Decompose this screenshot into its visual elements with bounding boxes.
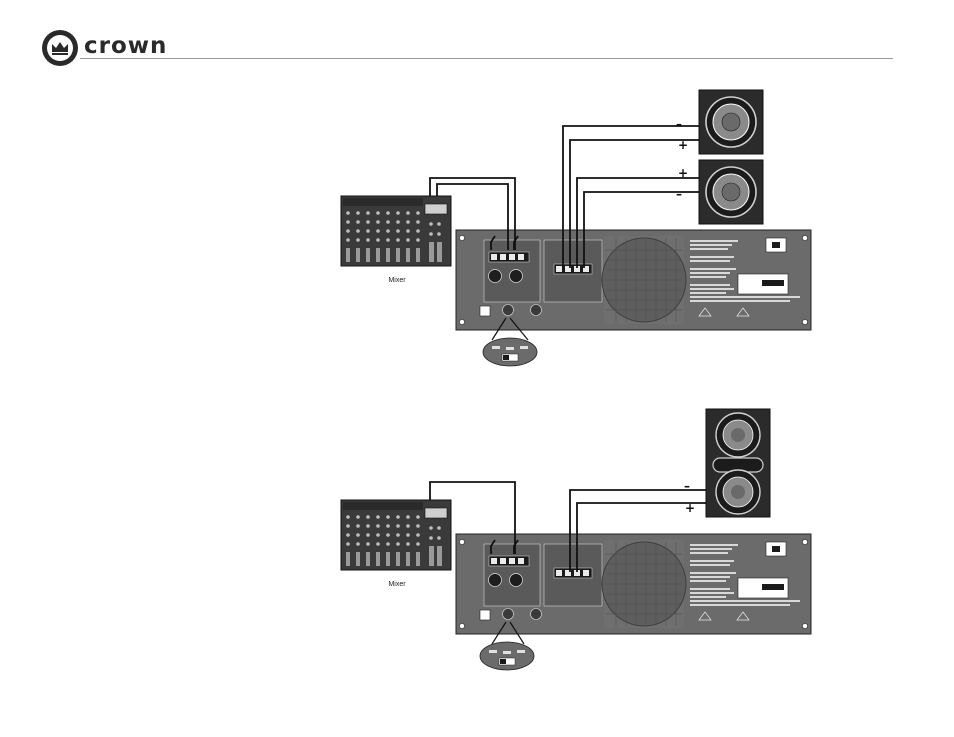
mixer-label: Mixer [388, 277, 406, 284]
amplifier-rear-panel [456, 230, 811, 330]
mixer-icon [341, 500, 451, 570]
speaker-pos: + [685, 501, 695, 515]
speaker-2-icon [699, 160, 763, 224]
dual-speaker-cabinet-icon [706, 409, 770, 517]
input-mode-selector-icon [483, 338, 537, 366]
mixer-label: Mixer [388, 581, 406, 588]
diagram-bottom-bridge-mono: Mixer – + [341, 409, 811, 670]
diagram-top-stereo-2-speakers: Mixer – + + – [341, 90, 811, 366]
speaker-neg: – [684, 479, 690, 493]
speaker-1-neg: – [676, 117, 682, 131]
amplifier-rear-panel [456, 534, 811, 634]
mixer-icon [341, 196, 451, 266]
speaker-2-pos: + [678, 166, 688, 180]
speaker-1-pos: + [678, 138, 688, 152]
speaker-1-icon [699, 90, 763, 154]
input-mode-selector-icon [480, 642, 534, 670]
speaker-2-neg: – [676, 187, 682, 201]
